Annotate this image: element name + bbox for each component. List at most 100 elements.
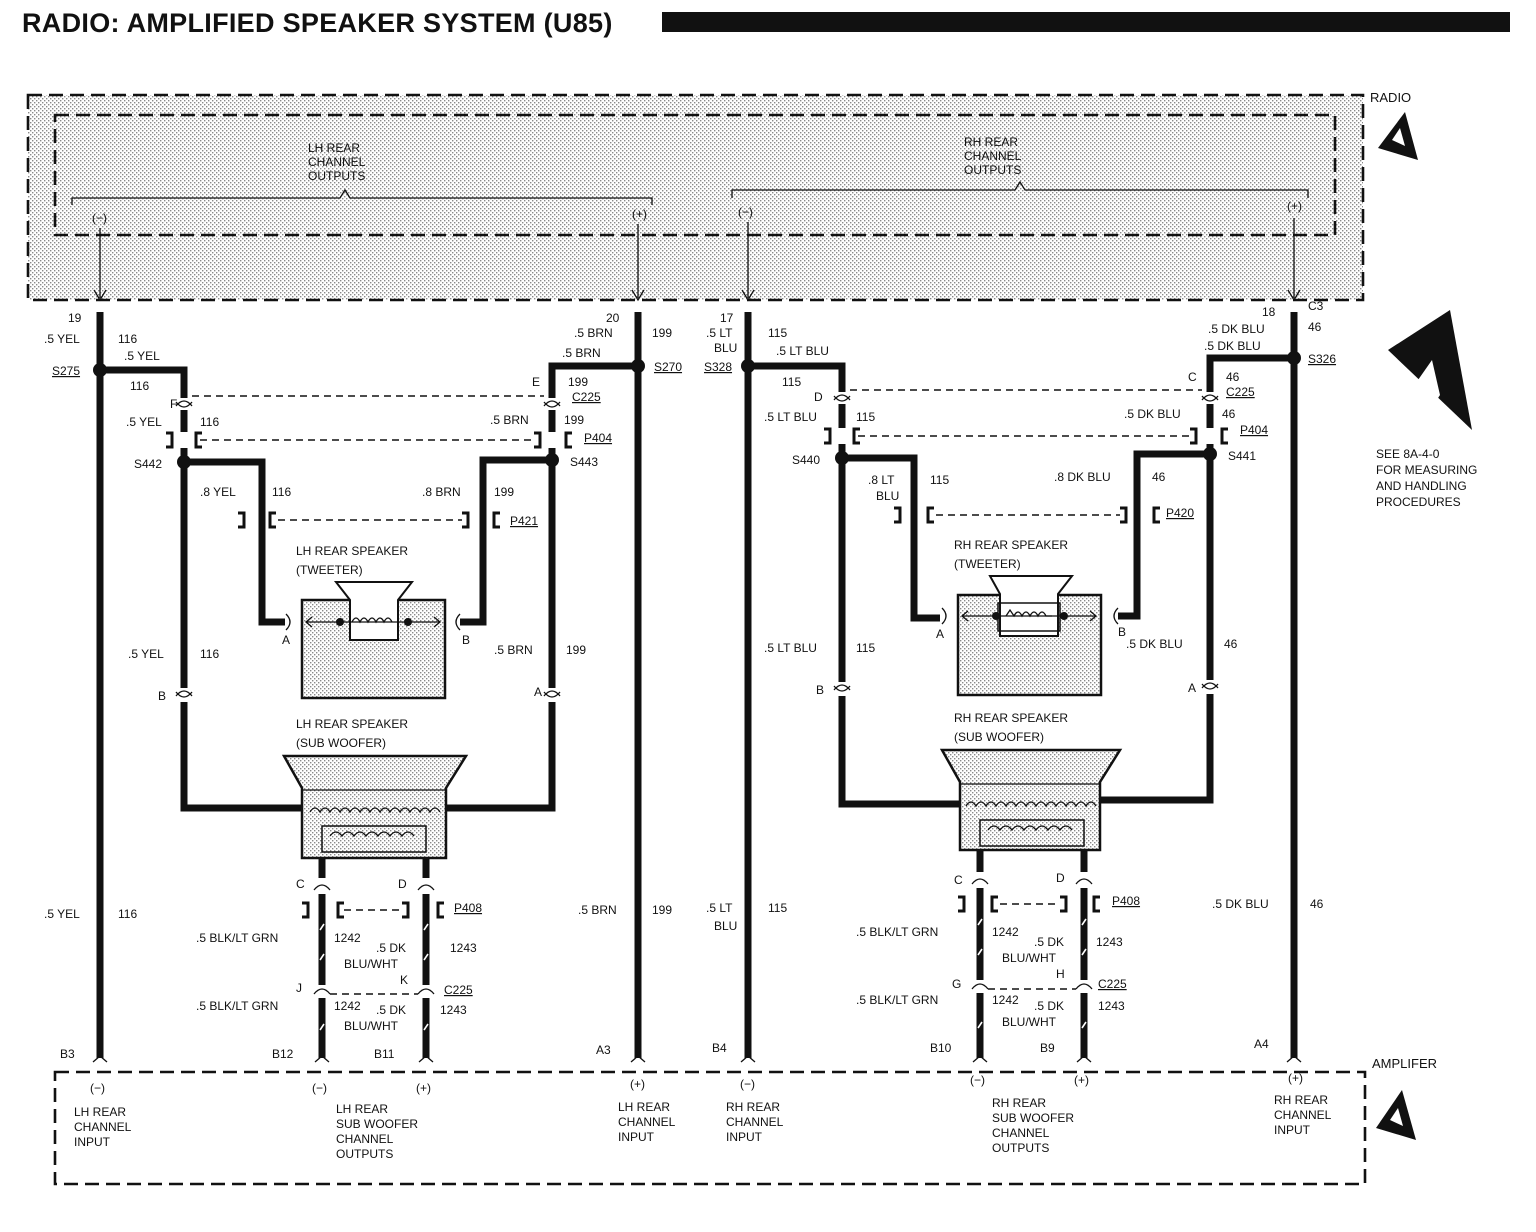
svg-text:46: 46 bbox=[1310, 897, 1324, 911]
svg-text:C: C bbox=[296, 877, 305, 891]
radio-pin-20: 20 bbox=[606, 311, 620, 325]
svg-text:B3: B3 bbox=[60, 1047, 75, 1061]
splice-points bbox=[93, 351, 1301, 469]
svg-text:.5 BRN: .5 BRN bbox=[574, 326, 613, 340]
amp-rh-input-pos: RH REAR bbox=[1274, 1093, 1328, 1107]
svg-text:B: B bbox=[462, 633, 470, 647]
amplifier-label: AMPLIFER bbox=[1372, 1056, 1437, 1071]
svg-text:115: 115 bbox=[768, 326, 787, 340]
connector-p408-rh: P408 bbox=[1112, 894, 1140, 908]
svg-text:1243: 1243 bbox=[450, 941, 477, 955]
connector-ties bbox=[192, 389, 1202, 995]
title-rule bbox=[662, 12, 1510, 32]
svg-text:B12: B12 bbox=[272, 1047, 294, 1061]
splice-s270: S270 bbox=[654, 360, 682, 374]
svg-text:B9: B9 bbox=[1040, 1041, 1055, 1055]
splice-s440: S440 bbox=[792, 453, 820, 467]
amp-lh-sub-outputs: LH REAR bbox=[336, 1102, 388, 1116]
lh-tweeter-label: LH REAR SPEAKER bbox=[296, 544, 408, 558]
svg-text:D: D bbox=[814, 390, 823, 404]
lh-sub-label: LH REAR SPEAKER bbox=[296, 717, 408, 731]
svg-text:C: C bbox=[954, 873, 963, 887]
rh-subwoofer bbox=[939, 748, 1123, 852]
connector-c3: C3 bbox=[1308, 299, 1324, 313]
svg-text:.5 BRN: .5 BRN bbox=[494, 643, 533, 657]
esd-small-icon-radio bbox=[1378, 112, 1418, 160]
svg-text:46: 46 bbox=[1152, 470, 1166, 484]
svg-text:PROCEDURES: PROCEDURES bbox=[1376, 495, 1461, 509]
radio-pin-19: 19 bbox=[68, 311, 82, 325]
svg-text:115: 115 bbox=[782, 375, 801, 389]
svg-text:INPUT: INPUT bbox=[726, 1130, 763, 1144]
svg-text:BLU/WHT: BLU/WHT bbox=[1002, 1015, 1057, 1029]
svg-text:A: A bbox=[936, 627, 944, 641]
radio-neg-rh: (−) bbox=[738, 205, 753, 219]
lh-labels: .5 YEL 116 .5 YEL S275 116 F .5 YEL 116 … bbox=[44, 326, 682, 1033]
connector-p404-lh: P404 bbox=[584, 431, 612, 445]
svg-text:LH REAR: LH REAR bbox=[308, 141, 360, 155]
radio-module: RADIO bbox=[26, 90, 1411, 302]
splice-s443: S443 bbox=[570, 455, 598, 469]
svg-text:CHANNEL: CHANNEL bbox=[308, 155, 366, 169]
amp-terminals bbox=[92, 1055, 1302, 1063]
svg-text:SUB WOOFER: SUB WOOFER bbox=[336, 1117, 418, 1131]
svg-text:BLU: BLU bbox=[714, 919, 737, 933]
svg-text:116: 116 bbox=[200, 415, 219, 429]
svg-text:46: 46 bbox=[1222, 407, 1236, 421]
svg-text:.5 YEL: .5 YEL bbox=[44, 332, 80, 346]
svg-text:.5 DK BLU: .5 DK BLU bbox=[1124, 407, 1181, 421]
twisted-pair-marks bbox=[319, 918, 1087, 1031]
svg-text:.5 BRN: .5 BRN bbox=[490, 413, 529, 427]
svg-text:115: 115 bbox=[856, 641, 875, 655]
svg-text:F: F bbox=[170, 397, 177, 411]
rh-tweeter-label: RH REAR SPEAKER bbox=[954, 538, 1068, 552]
lh-tweeter bbox=[300, 581, 447, 700]
svg-text:CHANNEL: CHANNEL bbox=[336, 1132, 394, 1146]
svg-text:.5 BLK/LT GRN: .5 BLK/LT GRN bbox=[196, 931, 278, 945]
svg-text:CHANNEL: CHANNEL bbox=[992, 1126, 1050, 1140]
svg-text:(−): (−) bbox=[970, 1073, 985, 1087]
svg-text:A4: A4 bbox=[1254, 1037, 1269, 1051]
page-title: RADIO: AMPLIFIED SPEAKER SYSTEM (U85) bbox=[22, 8, 613, 38]
svg-text:.8 BRN: .8 BRN bbox=[422, 485, 461, 499]
splice-s328: S328 bbox=[704, 360, 732, 374]
splice-s441: S441 bbox=[1228, 449, 1256, 463]
amp-rh-input-neg: RH REAR bbox=[726, 1100, 780, 1114]
svg-text:46: 46 bbox=[1308, 320, 1322, 334]
svg-text:E: E bbox=[532, 375, 540, 389]
svg-text:.5 YEL: .5 YEL bbox=[126, 415, 162, 429]
rh-labels: .5 LT BLU 115 .5 LT BLU S328 115 D .5 LT… bbox=[704, 320, 1336, 1029]
esd-small-icon-amplifier bbox=[1376, 1090, 1416, 1140]
svg-text:G: G bbox=[952, 977, 961, 991]
svg-text:46: 46 bbox=[1226, 370, 1240, 384]
radio-label: RADIO bbox=[1370, 90, 1411, 105]
svg-text:D: D bbox=[1056, 871, 1065, 885]
svg-text:B: B bbox=[158, 689, 166, 703]
svg-text:OUTPUTS: OUTPUTS bbox=[336, 1147, 393, 1161]
svg-text:199: 199 bbox=[566, 643, 586, 657]
svg-text:B: B bbox=[1118, 625, 1126, 639]
svg-text:D: D bbox=[398, 877, 407, 891]
svg-text:BLU/WHT: BLU/WHT bbox=[344, 1019, 399, 1033]
svg-text:(TWEETER): (TWEETER) bbox=[296, 563, 363, 577]
svg-text:.5 LT BLU: .5 LT BLU bbox=[764, 641, 817, 655]
svg-text:CHANNEL: CHANNEL bbox=[618, 1115, 676, 1129]
svg-text:1243: 1243 bbox=[1096, 935, 1123, 949]
esd-warning-icon bbox=[1388, 310, 1472, 430]
svg-text:.5 YEL: .5 YEL bbox=[44, 907, 80, 921]
svg-text:.5 BRN: .5 BRN bbox=[578, 903, 617, 917]
svg-text:.5 BRN: .5 BRN bbox=[562, 346, 601, 360]
radio-pos-rh: (+) bbox=[1287, 199, 1302, 213]
svg-text:.5 DK: .5 DK bbox=[376, 941, 406, 955]
svg-text:BLU/WHT: BLU/WHT bbox=[344, 957, 399, 971]
connector-c225-rh-bottom: C225 bbox=[1098, 977, 1127, 991]
svg-text:.5 DK BLU: .5 DK BLU bbox=[1126, 637, 1183, 651]
svg-text:115: 115 bbox=[930, 473, 949, 487]
connector-p408-lh: P408 bbox=[454, 901, 482, 915]
rh-output-brace: RH REAR CHANNEL OUTPUTS bbox=[731, 135, 1309, 198]
svg-text:.5 DK BLU: .5 DK BLU bbox=[1212, 897, 1269, 911]
svg-text:OUTPUTS: OUTPUTS bbox=[992, 1141, 1049, 1155]
svg-text:A: A bbox=[534, 685, 542, 699]
lh-wiring bbox=[96, 312, 642, 1058]
svg-text:199: 199 bbox=[494, 485, 514, 499]
